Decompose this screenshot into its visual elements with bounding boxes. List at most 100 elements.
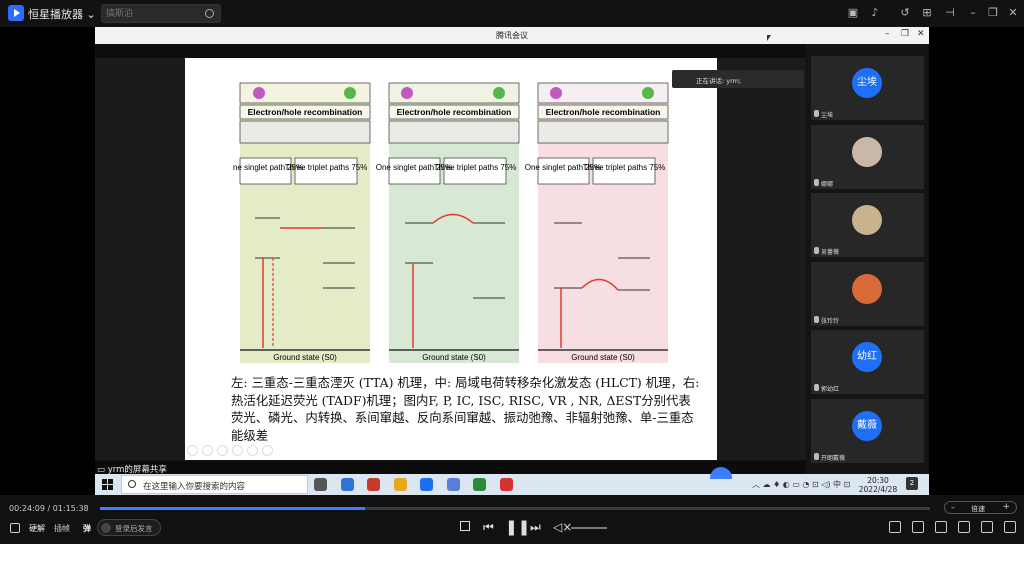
- volume-icon[interactable]: ◁×: [553, 520, 573, 534]
- search-input[interactable]: [106, 7, 198, 21]
- panel-tta-singlet-text: One singlet path 25%: [233, 163, 303, 172]
- pen-icon[interactable]: [217, 445, 228, 456]
- participant-name: 开朗戴薇: [821, 454, 846, 462]
- mic-icon: [814, 315, 819, 323]
- panel-hlct: Electron/hole recombination One singlet …: [376, 82, 520, 363]
- avatar: [852, 205, 882, 235]
- taskbar-search[interactable]: 在这里输入你要搜索的内容: [121, 475, 308, 494]
- meeting-app-icon[interactable]: [420, 478, 433, 491]
- meeting-restore-icon[interactable]: ❐: [901, 29, 910, 39]
- share-icon[interactable]: [912, 521, 924, 533]
- panel-tadf-header: Electron/hole recombination: [546, 107, 661, 117]
- red-app-icon[interactable]: [499, 478, 513, 491]
- electron-icon: [642, 87, 654, 99]
- more-icon[interactable]: [262, 445, 273, 456]
- player-search-box[interactable]: [101, 4, 221, 23]
- panel-tta-triplet-text: Three triplet paths 75%: [285, 163, 368, 172]
- panel-tadf-triplet-text: Three triplet paths 75%: [583, 163, 666, 172]
- add-file-icon[interactable]: [10, 523, 20, 533]
- system-tray[interactable]: ︿ ☁ ♦ ◐ ▭ ◔ ⊡ ◁) 中 ⊡: [752, 480, 851, 489]
- mechanism-figure: Electron/hole recombination One singlet …: [233, 82, 669, 363]
- chrome-icon[interactable]: [393, 478, 407, 491]
- close-icon[interactable]: ✕: [1008, 6, 1018, 19]
- meeting-close-icon[interactable]: ✕: [917, 29, 925, 39]
- meeting-minimize-icon[interactable]: –: [885, 29, 890, 39]
- pip-icon[interactable]: [958, 521, 970, 533]
- mic-icon: [814, 452, 819, 460]
- stop-icon[interactable]: [460, 521, 470, 531]
- mic-icon: [814, 384, 819, 391]
- gift-icon[interactable]: ▣: [847, 6, 859, 19]
- avatar: 幼红: [852, 342, 882, 372]
- notification-icon[interactable]: 2: [906, 477, 918, 490]
- copy-icon[interactable]: [232, 445, 243, 456]
- app-name[interactable]: 恒星播放器 ⌄: [28, 6, 96, 22]
- participant-tile[interactable]: 尘埃尘埃: [811, 56, 924, 120]
- zoom-icon[interactable]: [247, 445, 258, 456]
- avatar: 戴薇: [852, 410, 882, 441]
- volume-slider[interactable]: [571, 527, 607, 529]
- frame-insert-button[interactable]: 插帧: [54, 524, 70, 533]
- chevron-down-icon: ⌄: [86, 8, 96, 21]
- progress-bar[interactable]: [100, 507, 930, 510]
- participant-tile[interactable]: 戴薇开朗戴薇: [811, 398, 924, 463]
- green-app-icon[interactable]: [473, 478, 486, 491]
- speaking-indicator: 正在讲话: yrm;: [672, 70, 804, 88]
- participant-tile[interactable]: 吴蔷薇: [811, 193, 924, 257]
- maximize-icon[interactable]: ❐: [988, 6, 998, 19]
- participant-tile[interactable]: 幼红郭幼红: [811, 330, 924, 394]
- mail-app-icon[interactable]: [340, 478, 354, 491]
- play-small-icon: [101, 523, 111, 533]
- refresh-icon[interactable]: ↺: [900, 6, 910, 19]
- risc-arrow: [581, 278, 619, 291]
- hardware-decode-button[interactable]: 硬解: [29, 524, 45, 533]
- search-icon: [128, 480, 136, 488]
- search-icon[interactable]: [205, 9, 214, 18]
- participant-list: 尘埃尘埃娜娜吴蔷薇张玲玲幼红郭幼红戴薇开朗戴薇: [806, 44, 929, 474]
- share-label-text: yrm的屏幕共享: [107, 465, 167, 475]
- subtitle-icon[interactable]: [935, 521, 947, 533]
- edit-icon[interactable]: [889, 521, 901, 533]
- participant-tile[interactable]: 娜娜: [811, 124, 924, 189]
- next-slide-icon[interactable]: [202, 445, 213, 456]
- prev-slide-icon[interactable]: [187, 445, 198, 456]
- avatar: [852, 136, 882, 167]
- mic-icon: [814, 178, 819, 186]
- danmu-toggle[interactable]: 弹: [83, 524, 91, 533]
- panel-tta-triplet-box: [294, 157, 358, 185]
- windows-start-icon[interactable]: [102, 479, 113, 490]
- speed-up-icon[interactable]: +: [1002, 502, 1010, 512]
- speed-down-icon[interactable]: –: [951, 503, 955, 512]
- panel-tta-singlet-box: [239, 157, 292, 185]
- panel-tadf-header-box: [537, 104, 669, 120]
- panel-hlct-singlet-box: [388, 157, 441, 185]
- bell-icon[interactable]: ♪: [871, 6, 879, 19]
- panel-tta-carrier-box: [239, 82, 371, 104]
- participant-name: 郭幼红: [821, 386, 840, 393]
- slide-toolbar[interactable]: [187, 441, 277, 456]
- previous-icon[interactable]: ⏮: [483, 520, 494, 534]
- electron-icon: [344, 87, 356, 99]
- speed-control[interactable]: 倍速 – +: [944, 501, 1017, 514]
- playlist-icon[interactable]: [981, 521, 993, 533]
- participant-tile[interactable]: 张玲玲: [811, 261, 924, 326]
- task-view-icon[interactable]: [314, 478, 327, 491]
- danmu-input[interactable]: 登录后发言: [97, 519, 161, 536]
- chrome-alt-icon[interactable]: [367, 478, 380, 491]
- panel-tta: Electron/hole recombination One singlet …: [233, 82, 371, 363]
- taskbar-clock[interactable]: 20:30 2022/4/28: [858, 476, 898, 494]
- hole-icon: [253, 87, 265, 99]
- fullscreen-icon[interactable]: [1004, 521, 1016, 533]
- floating-ball-icon[interactable]: [710, 467, 732, 479]
- participant-name: 张玲玲: [821, 317, 840, 325]
- pin-icon[interactable]: ⊣: [945, 6, 955, 19]
- slide-caption: 左: 三重态-三重态湮灭 (TTA) 机理，中: 局域电荷转移杂化激发态 (HL…: [231, 375, 700, 443]
- panel-hlct-header-box: [388, 104, 520, 120]
- next-icon[interactable]: ⏭: [530, 520, 541, 534]
- panel-hlct-carrier-box: [388, 82, 520, 104]
- wps-icon[interactable]: [446, 478, 460, 491]
- pause-icon[interactable]: ❚❚: [505, 518, 531, 536]
- screenshot-icon[interactable]: ⊞: [922, 6, 932, 19]
- panel-tadf-ground-label: Ground state (S0): [571, 353, 635, 362]
- minimize-icon[interactable]: –: [970, 6, 976, 19]
